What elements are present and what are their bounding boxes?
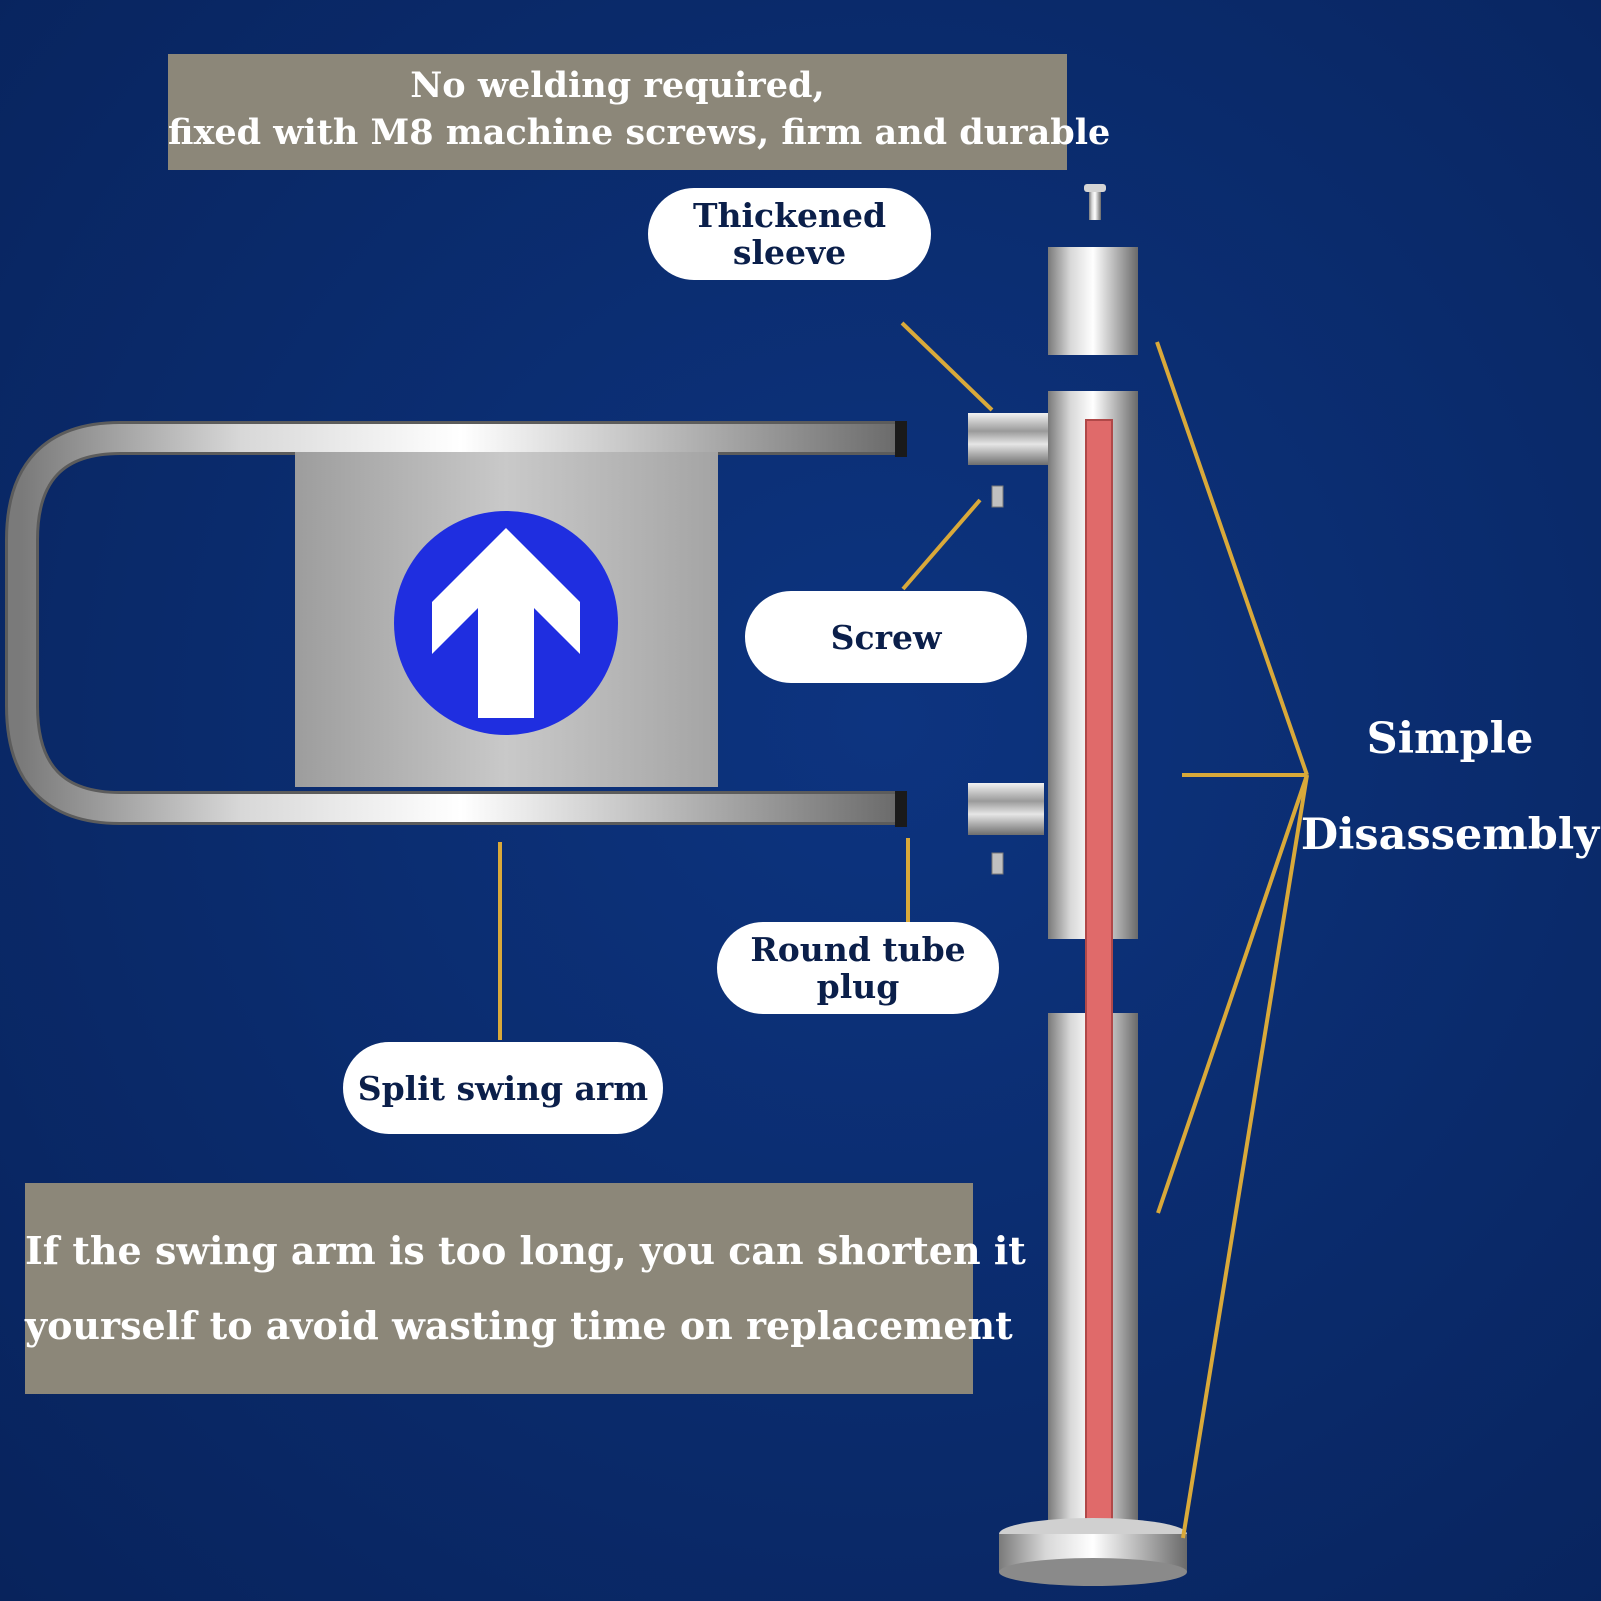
side-label-line-1: Simple <box>1366 714 1534 764</box>
top-banner-line-2: fixed with M8 machine screws, firm and d… <box>168 112 1111 153</box>
bottom-banner-line-2: yourself to avoid wasting time on replac… <box>25 1303 1013 1348</box>
lower-screw <box>991 852 1004 875</box>
top-banner-line-1: No welding required, <box>410 65 825 106</box>
bracket-line-4 <box>1181 774 1309 1539</box>
bracket-line-3 <box>1156 774 1309 1214</box>
swing-arm-loop-highlight <box>8 424 900 822</box>
screw-leader <box>901 498 982 591</box>
round-tube-plug-line-2: plug <box>816 967 900 1006</box>
post-base-bottom <box>999 1558 1187 1586</box>
lower-connector-sleeve <box>968 783 1044 835</box>
arm-bottom-end <box>895 791 907 827</box>
sensor-strip <box>1085 419 1113 1546</box>
screw-callout: Screw <box>745 591 1027 683</box>
top-cap-screw-shaft <box>1089 192 1101 220</box>
leader-lines <box>498 321 1309 1539</box>
upper-screw <box>991 485 1004 508</box>
post-top-cap <box>1048 247 1138 355</box>
top-banner: No welding required, fixed with M8 machi… <box>168 54 1111 170</box>
thickened-sleeve-callout: Thickened sleeve <box>648 188 931 280</box>
thickened-sleeve-line-2: sleeve <box>732 233 847 272</box>
bottom-banner: If the swing arm is too long, you can sh… <box>25 1183 1026 1394</box>
bottom-banner-line-1: If the swing arm is too long, you can sh… <box>25 1228 1026 1273</box>
up-arrow-icon <box>432 528 580 718</box>
bracket-line-1 <box>1155 341 1309 776</box>
split-swing-arm-callout: Split swing arm <box>343 1042 663 1134</box>
round-tube-plug-callout: Round tube plug <box>717 922 999 1014</box>
upper-connector-sleeve <box>968 413 1050 465</box>
screw-label: Screw <box>830 617 942 657</box>
side-label-line-2: Disassembly <box>1300 810 1600 860</box>
arm-top-end <box>895 421 907 457</box>
sleeve-leader <box>900 321 994 412</box>
thickened-sleeve-line-1: Thickened <box>692 196 887 235</box>
split-swing-arm-label: Split swing arm <box>357 1068 649 1108</box>
top-cap-screw-head <box>1084 184 1106 192</box>
round-tube-plug-line-1: Round tube <box>750 930 966 969</box>
